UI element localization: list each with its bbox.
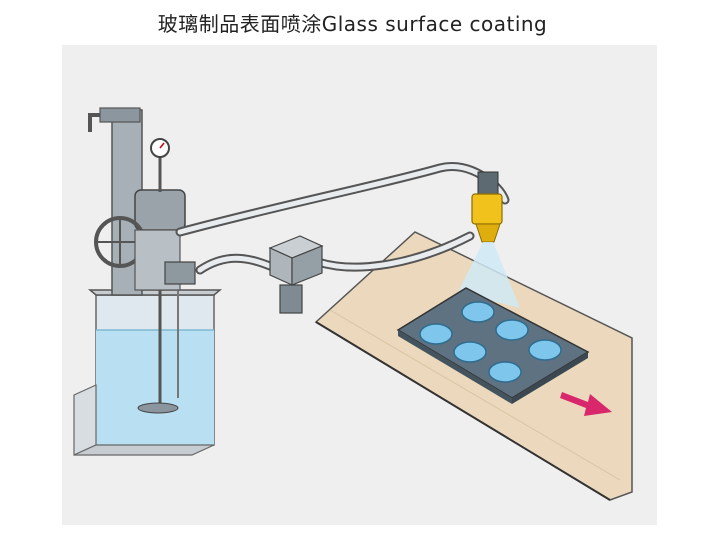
pressure-gauge-icon bbox=[150, 138, 170, 192]
lens bbox=[461, 301, 495, 323]
lens bbox=[453, 341, 487, 363]
spray-nozzle-icon bbox=[471, 171, 503, 243]
pump-assembly bbox=[88, 107, 196, 296]
glass-tray bbox=[396, 287, 590, 404]
liquid-tank bbox=[73, 270, 223, 456]
lens bbox=[528, 339, 562, 361]
arrow-right-icon bbox=[560, 392, 612, 416]
figure-title: 玻璃制品表面喷涂Glass surface coating bbox=[157, 12, 548, 36]
lens bbox=[495, 319, 529, 341]
glass-lenses bbox=[419, 301, 562, 383]
control-box bbox=[268, 235, 324, 314]
lens bbox=[419, 323, 453, 345]
lens bbox=[488, 361, 522, 383]
